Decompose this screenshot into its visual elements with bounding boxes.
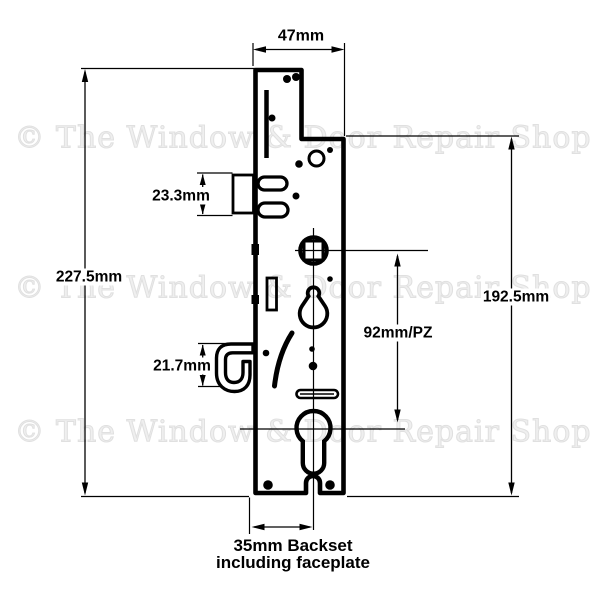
dim-35mm-backset <box>251 523 313 531</box>
rectangular-slot <box>265 276 278 312</box>
dim-label-47mm: 47mm <box>275 27 327 45</box>
construction-lines <box>81 43 519 534</box>
curved-slot <box>272 330 295 389</box>
dim-label-192-5mm: 192.5mm <box>480 288 552 306</box>
ring-hole <box>307 149 326 168</box>
rivet-dots <box>262 73 335 490</box>
dim-192-5mm <box>508 136 515 496</box>
oval-slot <box>256 175 289 192</box>
oval-slot <box>256 201 290 219</box>
dim-label-23-3mm: 23.3mm <box>150 187 212 205</box>
dim-label-92mm-pz: 92mm/PZ <box>361 324 435 342</box>
internal-features <box>256 73 340 490</box>
keyhole-cutout <box>297 285 330 330</box>
dim-47mm <box>253 46 345 53</box>
faceplate-fixing-marks <box>251 244 259 304</box>
faceplate-mark <box>251 295 259 304</box>
dim-21-7mm <box>199 344 206 386</box>
dim-label-21-7mm: 21.7mm <box>151 357 213 375</box>
faceplate-mark <box>251 244 259 255</box>
dim-label-227-5mm: 227.5mm <box>53 268 125 286</box>
dimension-lines <box>81 46 515 531</box>
backset-label: 35mm Backset including faceplate <box>216 537 370 571</box>
backset-line2: including faceplate <box>216 553 370 572</box>
gearbox-body-outline <box>253 67 346 496</box>
euro-cylinder-cutout <box>294 408 333 476</box>
horizontal-slot <box>295 388 340 400</box>
backset-line1: 35mm Backset <box>233 536 353 555</box>
hook-bolt <box>214 342 255 394</box>
square-spindle-hole <box>302 239 325 262</box>
spindle-follower <box>298 235 329 266</box>
latch-bolt <box>231 173 255 215</box>
